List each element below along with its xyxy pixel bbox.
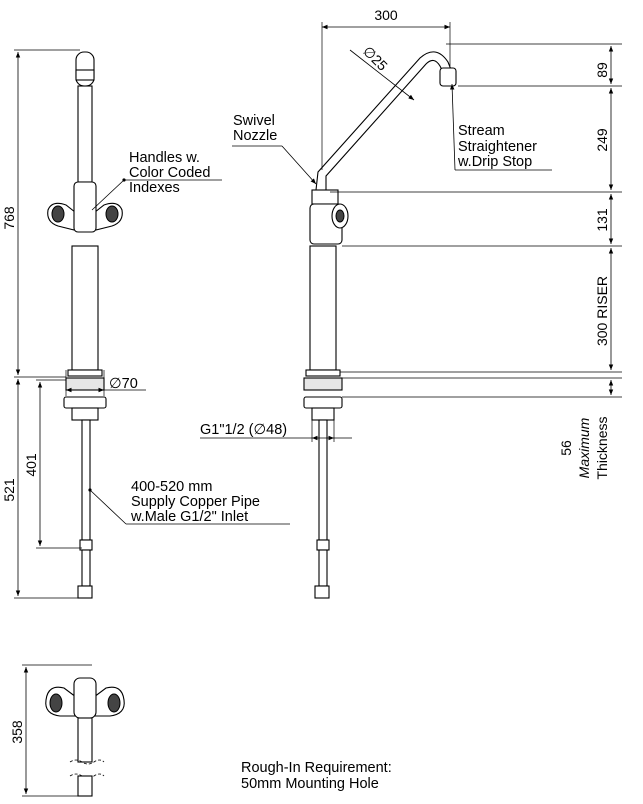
max-thickness-word2: Thickness: [594, 416, 610, 479]
side-locknut: [303, 396, 343, 409]
supply-label-1: 400-520 mm: [131, 479, 212, 495]
spout-dia-label: ∅25: [360, 43, 391, 74]
swivel-label-2: Nozzle: [233, 128, 277, 144]
front-right-handle: [89, 202, 123, 231]
handles-label-3: Indexes: [129, 180, 180, 196]
spout-height-label: 249: [594, 128, 610, 152]
reach-label: 300: [374, 7, 398, 23]
max-thickness-value: 56: [558, 440, 574, 456]
side-spout: [315, 51, 453, 191]
front-pipe-fitting: [79, 539, 93, 551]
side-aerator: [439, 67, 457, 87]
side-pipe-end: [314, 585, 330, 599]
handles-label-1: Handles w.: [129, 150, 200, 166]
front-spout-tube: [77, 85, 93, 183]
swivel-label-1: Swivel: [233, 113, 275, 129]
below-deck-label: 521: [1, 478, 17, 502]
front-shank: [71, 407, 99, 421]
stream-label-3: w.Drip Stop: [457, 154, 532, 170]
plan-break-top: [69, 759, 105, 765]
front-spout-tip: [75, 51, 95, 87]
front-valve-body: [73, 181, 97, 233]
front-riser-base: [67, 369, 103, 377]
side-riser-base: [305, 369, 341, 377]
rough-in-line-2: 50mm Mounting Hole: [241, 776, 379, 792]
side-deck: [303, 377, 343, 391]
supply-label-2: Supply Copper Pipe: [131, 494, 260, 510]
overall-height-label: 768: [1, 206, 17, 230]
spout-drop-label: 89: [594, 62, 610, 78]
side-pipe-lower: [318, 549, 328, 587]
pipe-length-label: 401: [23, 453, 39, 477]
front-spout-ring: [75, 69, 95, 81]
front-locknut: [63, 396, 107, 409]
side-view: 300 ∅25 89 249 131 300 RISER 56 Maximum …: [200, 7, 622, 599]
side-riser: [309, 245, 337, 371]
plan-left-handle: [45, 686, 81, 717]
supply-label-3: w.Male G1/2" Inlet: [130, 509, 248, 525]
stream-label-2: Straightener: [458, 139, 537, 155]
side-pipe-fitting: [316, 539, 330, 551]
front-deck: [65, 377, 105, 391]
rough-in-line-1: Rough-In Requirement:: [241, 760, 392, 776]
riser-label: 300 RISER: [594, 276, 610, 346]
plan-body: [73, 677, 97, 719]
flange-dia-label: ∅70: [109, 376, 138, 392]
side-handle: [331, 203, 349, 229]
side-shank: [311, 407, 335, 421]
plan-break-bottom: [69, 773, 105, 779]
plan-view: 358 Rough-In Requirement: 50mm Mounting …: [9, 664, 392, 797]
front-supply-pipe: [81, 419, 91, 541]
front-riser: [71, 245, 99, 371]
plan-spout-end: [77, 775, 93, 797]
stream-label-1: Stream: [458, 123, 505, 139]
plan-right-handle: [89, 686, 125, 717]
thread-label: G1"1/2 (∅48): [200, 422, 287, 438]
body-height-label: 131: [594, 208, 610, 232]
max-thickness-word1: Maximum: [576, 417, 592, 478]
front-view: 768 521 401 ∅70 Handles w. Color Coded I…: [1, 49, 290, 599]
riser-plan-label: 358: [9, 720, 25, 744]
front-pipe-end: [77, 585, 93, 599]
plan-spout: [77, 717, 93, 763]
front-pipe-lower: [81, 549, 91, 587]
handles-label-2: Color Coded: [129, 165, 210, 181]
